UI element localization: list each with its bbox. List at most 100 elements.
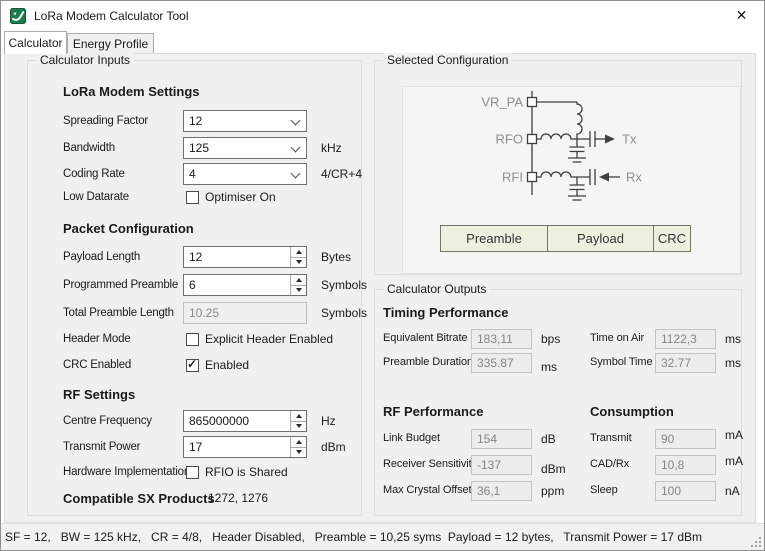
preamble-duration-unit: ms	[541, 360, 557, 374]
spin-up-button[interactable]	[291, 247, 306, 257]
transmit-unit: mA	[725, 428, 743, 442]
cad-rx-label: CAD/Rx	[590, 458, 630, 470]
low-datarate-checkbox[interactable]	[186, 190, 199, 204]
close-button[interactable]: ✕	[735, 7, 748, 23]
tx-label: Tx	[622, 132, 637, 147]
receiver-sensitivity-label: Receiver Sensitivity	[383, 458, 477, 470]
bandwidth-unit: kHz	[321, 141, 342, 155]
row-programmed-preamble: Programmed Preamble 6 Symbols	[63, 274, 367, 296]
row-compatible-products: Compatible SX Products 1272, 1276	[63, 487, 355, 509]
header-mode-checkbox[interactable]	[186, 332, 199, 346]
row-crc-enabled: CRC Enabled Enabled	[63, 354, 355, 376]
time-on-air-field: 1122,3	[655, 329, 716, 349]
arrow-down-icon	[295, 260, 302, 265]
rf-circuit-diagram: VR_PA RFO RFI Tx Rx Preamble Payload CRC	[402, 86, 741, 274]
arrow-down-icon	[295, 450, 302, 455]
max-crystal-offset-label: Max Crystal Offset	[383, 484, 472, 496]
arrow-up-icon	[295, 413, 302, 418]
receiver-sensitivity-field: -137	[471, 455, 532, 475]
row-header-mode: Header Mode Explicit Header Enabled	[63, 328, 355, 350]
arrow-down-icon	[295, 288, 302, 293]
centre-frequency-unit: Hz	[321, 414, 336, 428]
transmit-power-input[interactable]: 17	[183, 436, 307, 458]
centre-frequency-input[interactable]: 865000000	[183, 410, 307, 432]
transmit-field: 90	[655, 429, 716, 449]
rx-arrow-icon	[599, 172, 609, 182]
timing-performance-heading: Timing Performance	[383, 305, 509, 320]
bandwidth-label: Bandwidth	[63, 142, 115, 154]
row-transmit-power: Transmit Power 17 dBm	[63, 436, 355, 458]
coding-rate-select[interactable]: 4	[183, 163, 307, 185]
spin-down-button[interactable]	[291, 284, 306, 295]
group-label: Calculator Inputs	[36, 53, 135, 67]
symbol-time-field: 32.77	[655, 353, 716, 373]
section-heading-row: LoRa Modem Settings	[63, 80, 355, 102]
group-label: Calculator Outputs	[383, 282, 491, 296]
link-budget-unit: dB	[541, 432, 556, 446]
row-crystaloffset-sleep: Max Crystal Offset 36,1 ppm Sleep 100 nA	[383, 481, 740, 501]
group-label: Selected Configuration	[383, 53, 513, 67]
compatible-products-value: 1272, 1276	[208, 491, 269, 505]
transmit-power-label: Transmit Power	[63, 441, 141, 453]
arrow-down-icon	[295, 424, 302, 429]
programmed-preamble-label: Programmed Preamble	[63, 279, 179, 291]
rfio-shared-checkbox[interactable]	[186, 465, 199, 479]
rfio-shared-checkbox-label: RFIO is Shared	[205, 465, 288, 479]
time-on-air-unit: ms	[725, 332, 741, 346]
tab-calculator[interactable]: Calculator	[4, 31, 67, 54]
preamble-duration-field: 335.87	[471, 353, 532, 373]
equivalent-bitrate-field: 183,11	[471, 329, 532, 349]
spin-down-button[interactable]	[291, 420, 306, 431]
title-bar[interactable]: LoRa Modem Calculator Tool ✕	[1, 1, 764, 31]
programmed-preamble-input[interactable]: 6	[183, 274, 307, 296]
sleep-field: 100	[655, 481, 716, 501]
hardware-implementation-label: Hardware Implementation	[63, 466, 191, 478]
resize-grip[interactable]	[751, 537, 761, 547]
bandwidth-select[interactable]: 125	[183, 137, 307, 159]
tx-arrow-icon	[605, 134, 615, 144]
programmed-preamble-value: 6	[189, 278, 196, 292]
packet-configuration-heading: Packet Configuration	[63, 220, 194, 236]
spreading-factor-select[interactable]: 12	[183, 110, 307, 132]
time-on-air-label: Time on Air	[590, 332, 645, 344]
payload-length-label: Payload Length	[63, 251, 141, 263]
section-heading-row: RF Performance Consumption	[383, 403, 733, 423]
arrow-up-icon	[295, 249, 302, 254]
payload-length-unit: Bytes	[321, 250, 352, 264]
arrow-up-icon	[295, 277, 302, 282]
sleep-label: Sleep	[590, 484, 618, 496]
spin-up-button[interactable]	[291, 411, 306, 421]
spreading-factor-value: 12	[189, 114, 203, 128]
equivalent-bitrate-unit: bps	[541, 332, 561, 346]
total-preamble-label: Total Preamble Length	[63, 307, 174, 319]
rf-settings-heading: RF Settings	[63, 386, 136, 402]
cad-rx-field: 10,8	[655, 455, 716, 475]
arrow-up-icon	[295, 439, 302, 444]
group-calculator-outputs: Calculator Outputs Timing Performance Eq…	[374, 282, 743, 516]
row-preambleduration-symboltime: Preamble Duration 335.87 ms Symbol Time …	[383, 353, 741, 374]
row-centre-frequency: Centre Frequency 865000000 Hz	[63, 410, 355, 432]
compatible-products-label: Compatible SX Products	[63, 490, 215, 506]
bandwidth-value: 125	[189, 141, 210, 155]
spin-down-button[interactable]	[291, 256, 306, 267]
tab-energy-profile[interactable]: Energy Profile	[67, 33, 154, 54]
transmit-power-unit: dBm	[321, 440, 346, 454]
header-mode-label: Header Mode	[63, 333, 131, 345]
payload-length-input[interactable]: 12	[183, 246, 307, 268]
row-linkbudget-transmit: Link Budget 154 dB Transmit 90 mA	[383, 428, 743, 449]
row-hardware-implementation: Hardware Implementation RFIO is Shared	[63, 461, 355, 483]
spin-down-button[interactable]	[291, 446, 306, 457]
row-total-preamble: Total Preamble Length 10.25 Symbols	[63, 302, 367, 324]
preamble-duration-label: Preamble Duration	[383, 356, 474, 368]
max-crystal-offset-unit: ppm	[541, 484, 565, 498]
receiver-sensitivity-unit: dBm	[541, 462, 566, 476]
spin-up-button[interactable]	[291, 275, 306, 285]
link-budget-field: 154	[471, 429, 532, 449]
centre-frequency-label: Centre Frequency	[63, 415, 152, 427]
chevron-down-icon	[290, 115, 301, 126]
tab-page-calculator: Calculator Inputs LoRa Modem Settings Sp…	[4, 53, 756, 523]
crc-enabled-checkbox[interactable]	[186, 357, 199, 372]
low-datarate-checkbox-label: Optimiser On	[205, 190, 276, 204]
spin-up-button[interactable]	[291, 437, 306, 447]
symbol-time-label: Symbol Time	[590, 356, 653, 368]
